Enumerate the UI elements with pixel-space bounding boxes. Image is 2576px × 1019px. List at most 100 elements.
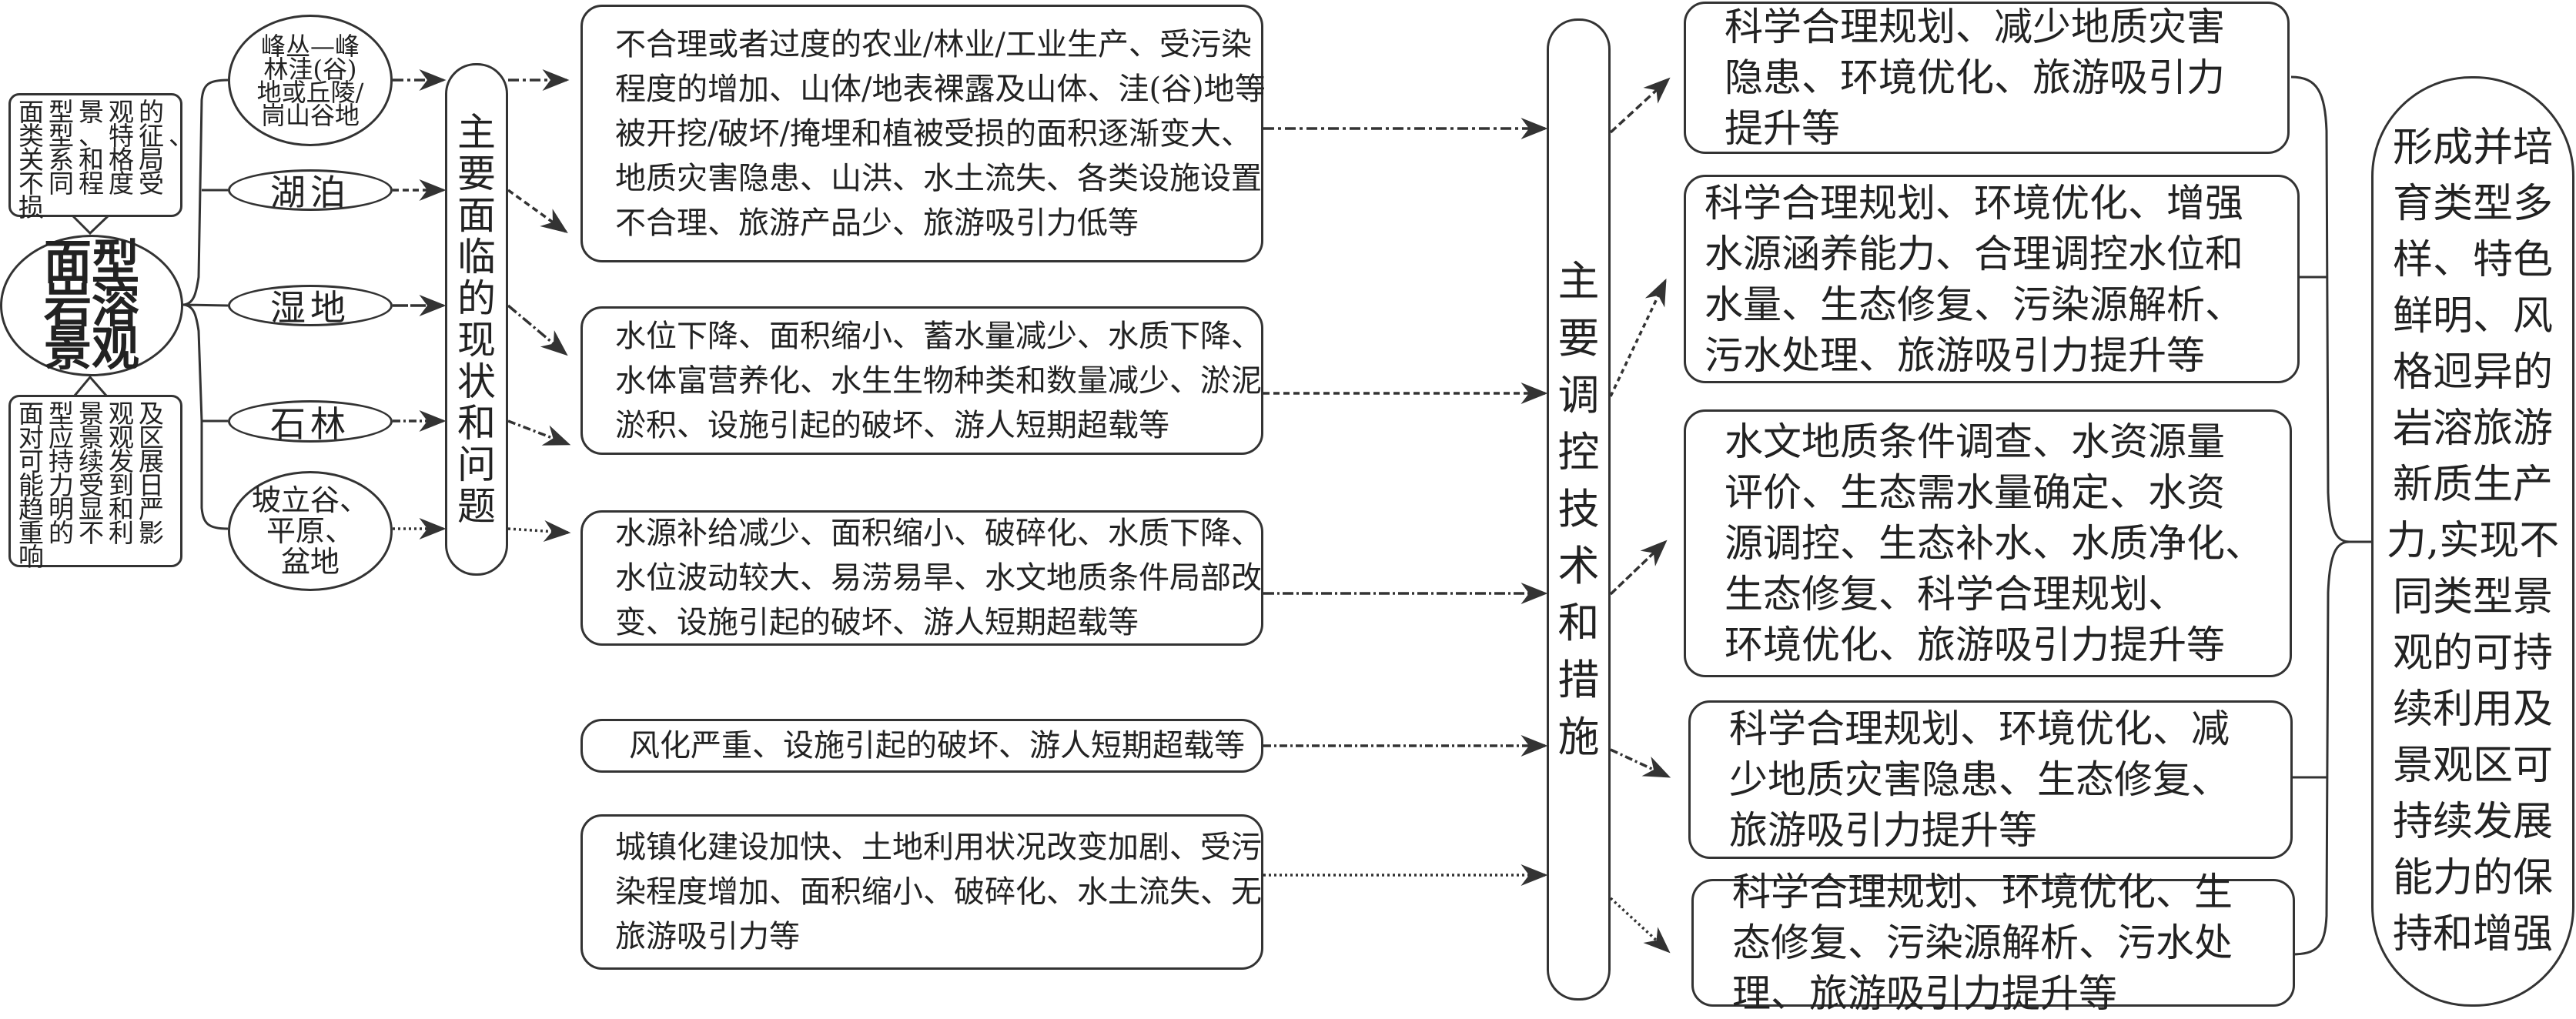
text-char: 现	[457, 318, 496, 362]
text-line: 景观区可	[2392, 743, 2553, 789]
text-line: 被开挖/破坏/掩埋和植被受损的面积逐渐变大、	[615, 115, 1252, 152]
callout-impact: 面型景观及 对应景观区 可持续发展 能力受到日 趋明显和严 重的不利影 响	[8, 395, 182, 572]
text-line: 水源补给减少、面积缩小、破碎化、水质下降、	[615, 516, 1262, 551]
root-node: 面型 岩溶 景观	[0, 235, 183, 376]
text-line: 林洼(谷)	[263, 54, 357, 84]
arrow-measure-3	[1609, 540, 1668, 596]
arrow-problem-3	[507, 304, 568, 356]
text-line: 淤积、设施引起的破坏、游人短期超载等	[615, 407, 1169, 443]
text-line: 形成并培	[2392, 125, 2553, 171]
measure-box-5: 科学合理规划、环境优化、生 态修复、污染源解析、污水处 理、旅游吸引力提升等	[1691, 870, 2295, 1016]
problem-box-2: 水位下降、面积缩小、蓄水量减少、水质下降、 水体富营养化、水生生物种类和数量减少…	[580, 306, 1263, 455]
text-line: 观的可持	[2392, 630, 2553, 677]
type-stone-forest: 石林	[228, 400, 393, 445]
problem-box-4: 风化严重、设施引起的破坏、游人短期超载等	[580, 719, 1263, 773]
text-char: 调	[1557, 371, 1600, 419]
measure-box-2: 科学合理规划、环境优化、增强 水源涵养能力、合理调控水位和 水量、生态修复、污染…	[1684, 175, 2300, 383]
root-bracket	[182, 79, 229, 530]
text-char: 要	[457, 152, 496, 196]
text-char: 和	[1557, 599, 1600, 647]
text-line: 源调控、生态补水、水质净化、	[1725, 521, 2263, 566]
text-line: 岩溶旅游	[2392, 406, 2553, 452]
text-line: 地或丘陵/	[256, 77, 364, 107]
text-line: 态修复、污染源解析、污水处	[1732, 920, 2233, 965]
text-char: 要	[1557, 314, 1600, 362]
problems-pillar: 主 要 面 临 的 现 状 和 问 题	[445, 63, 508, 576]
measure-box-3: 水文地质条件调查、水资源量 评价、生态需水量确定、水资 源调控、生态补水、水质净…	[1684, 409, 2292, 677]
arrow-measure-4	[1610, 748, 1671, 778]
problem-box-1: 不合理或者过度的农业/林业/工业生产、受污染 程度的增加、山体/地表裸露及山体、…	[580, 5, 1266, 262]
text-line: 不合理或者过度的农业/林业/工业生产、受污染	[615, 26, 1252, 62]
text-char: 技	[1557, 485, 1600, 533]
text-line: 响	[18, 542, 49, 572]
text-line: 旅游吸引力提升等	[1729, 808, 2037, 853]
text-line: 损	[18, 192, 49, 222]
text-char: 施	[1557, 713, 1600, 761]
text-line: 峝山谷地	[260, 100, 360, 130]
text-line: 程度的增加、山体/地表裸露及山体、洼(谷)地等	[615, 71, 1266, 107]
text-line: 新质生产	[2392, 462, 2553, 508]
text-line: 趋明显和严	[18, 494, 169, 524]
measure-box-1: 科学合理规划、减少地质灾害 隐患、环境优化、旅游吸引力 提升等	[1684, 2, 2290, 154]
text-line: 类型、特征、	[18, 121, 199, 151]
text-line: 面型景观及	[18, 399, 169, 429]
text-line: 不同程度受	[18, 169, 169, 199]
text-line: 水量、生态修复、污染源解析、	[1705, 282, 2243, 327]
text-line: 湖泊	[270, 172, 350, 213]
text-char: 题	[457, 484, 496, 529]
text-line: 科学合理规划、环境优化、减	[1729, 707, 2230, 751]
text-line: 岩溶	[43, 277, 139, 333]
text-line: 续利用及	[2392, 687, 2553, 733]
type-lake: 湖泊	[228, 169, 393, 213]
text-line: 持续发展	[2392, 799, 2553, 845]
callout-top-pointer	[72, 215, 109, 236]
text-line: 不合理、旅游产品少、旅游吸引力低等	[615, 205, 1139, 241]
text-line: 坡立谷、	[251, 483, 369, 517]
arrow-problem-2	[507, 189, 568, 234]
text-char: 术	[1557, 542, 1600, 590]
text-line: 能力的保	[2392, 855, 2553, 901]
text-line: 可持续发展	[18, 446, 169, 476]
text-char: 主	[457, 110, 496, 155]
problem-box-5: 城镇化建设加快、土地利用状况改变加剧、受污 染程度增加、面积缩小、破碎化、水土流…	[580, 814, 1263, 970]
type-wetland: 湿地	[228, 285, 393, 329]
text-line: 隐患、环境优化、旅游吸引力	[1725, 55, 2225, 100]
text-line: 同类型景	[2392, 574, 2553, 620]
text-char: 问	[457, 443, 496, 487]
text-line: 峰丛—峰	[260, 31, 360, 61]
text-line: 水位波动较大、易涝易旱、水文地质条件局部改	[615, 560, 1262, 596]
type-peak-cluster: 峰丛—峰 林洼(谷) 地或丘陵/ 峝山谷地	[228, 15, 393, 146]
text-line: 城镇化建设加快、土地利用状况改变加剧、受污	[615, 830, 1262, 865]
text-line: 生态修复、科学合理规划、	[1725, 572, 2186, 616]
text-line: 石林	[270, 403, 350, 445]
text-char: 临	[457, 235, 496, 279]
arrow-problem-5	[507, 520, 571, 542]
arrow-measure-5	[1609, 897, 1671, 954]
text-line: 染程度增加、面积缩小、破碎化、水土流失、无	[615, 874, 1262, 910]
text-line: 水源涵养能力、合理调控水位和	[1705, 231, 2243, 276]
text-line: 变、设施引起的破坏、游人短期超载等	[615, 605, 1139, 640]
text-line: 理、旅游吸引力提升等	[1732, 971, 2117, 1016]
text-char: 控	[1557, 428, 1600, 476]
text-char: 的	[457, 276, 496, 321]
text-char: 主	[1557, 257, 1600, 306]
text-line: 水位下降、面积缩小、蓄水量减少、水质下降、	[615, 318, 1262, 354]
text-char: 措	[1557, 656, 1600, 704]
text-line: 水文地质条件调查、水资源量	[1725, 419, 2225, 464]
measures-pillar: 主 要 调 控 技 术 和 措 施	[1547, 18, 1611, 1001]
text-line: 重的不利影	[18, 518, 169, 548]
text-line: 湿地	[270, 287, 350, 329]
text-char: 状	[457, 359, 496, 404]
text-line: 水体富营养化、水生生物种类和数量减少、淤泥	[615, 362, 1262, 399]
measure-box-4: 科学合理规划、环境优化、减 少地质灾害隐患、生态修复、 旅游吸引力提升等	[1688, 700, 2293, 859]
text-char: 面	[457, 193, 496, 238]
text-line: 少地质灾害隐患、生态修复、	[1729, 757, 2230, 802]
text-line: 景观	[43, 320, 139, 376]
arrow-measure-2	[1609, 278, 1667, 397]
text-line: 平原、	[266, 514, 354, 548]
text-line: 科学合理规划、环境优化、生	[1732, 870, 2233, 914]
text-line: 对应景观区	[18, 423, 169, 453]
text-line: 面型景观的	[18, 97, 169, 127]
text-line: 关系和格局	[18, 145, 169, 175]
